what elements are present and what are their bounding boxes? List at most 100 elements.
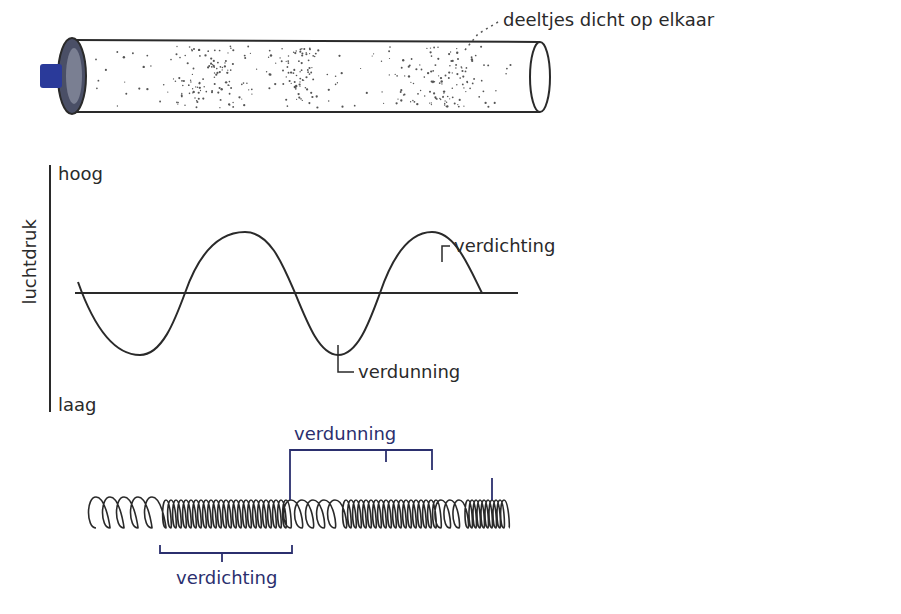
particle: [452, 72, 453, 73]
particle: [282, 70, 284, 72]
particle: [400, 89, 402, 91]
particle: [188, 84, 190, 86]
particle: [97, 80, 99, 82]
particle: [487, 106, 489, 108]
particle: [326, 74, 328, 76]
particle: [354, 105, 356, 107]
particle: [383, 103, 384, 104]
particle: [484, 102, 486, 104]
particle: [191, 50, 193, 52]
particle: [178, 77, 180, 79]
particle: [243, 104, 245, 106]
particle: [146, 55, 148, 57]
particle: [301, 69, 303, 71]
particle: [204, 54, 206, 56]
particle: [444, 100, 445, 101]
speaker-knob: [40, 64, 62, 88]
particle: [396, 75, 398, 77]
axis-high: hoog: [58, 164, 103, 184]
particle: [437, 47, 439, 49]
particle: [219, 107, 220, 108]
particle: [290, 71, 292, 73]
particle: [198, 98, 200, 100]
particle: [301, 48, 302, 49]
particle: [465, 91, 466, 92]
particle: [181, 80, 183, 82]
particle: [303, 48, 305, 50]
particle: [193, 48, 195, 50]
particle: [190, 81, 191, 82]
particle: [295, 85, 297, 87]
particle: [193, 68, 195, 70]
particle: [274, 83, 276, 85]
particle: [187, 62, 189, 64]
particle: [308, 67, 310, 69]
particle: [426, 48, 427, 49]
particle: [415, 68, 417, 70]
particle: [408, 66, 410, 68]
particle: [457, 58, 459, 60]
particle: [232, 102, 233, 103]
particle: [256, 69, 257, 70]
particle: [461, 67, 462, 68]
particle: [309, 48, 311, 50]
particle: [506, 68, 508, 70]
particle: [389, 46, 391, 48]
particle: [196, 101, 198, 103]
particle: [423, 76, 425, 78]
particle: [266, 71, 267, 72]
particle: [381, 91, 382, 92]
particle: [199, 87, 201, 89]
particle: [279, 57, 280, 58]
particle: [472, 83, 474, 85]
particle: [176, 46, 177, 47]
particle: [293, 69, 295, 71]
particle: [132, 52, 134, 54]
particle: [448, 77, 450, 79]
particle: [328, 89, 330, 91]
particle: [214, 49, 216, 51]
particle: [456, 84, 457, 85]
particle: [219, 87, 221, 89]
particle: [183, 80, 185, 82]
particle: [181, 93, 182, 94]
particle: [411, 58, 413, 60]
particle: [202, 98, 204, 100]
axis-low: laag: [58, 395, 97, 415]
particle: [487, 64, 489, 66]
particle: [207, 66, 209, 68]
particle: [416, 103, 418, 105]
particle: [197, 87, 199, 89]
particle: [302, 79, 304, 81]
particle: [214, 83, 216, 85]
particle: [420, 90, 421, 91]
particle: [288, 55, 289, 56]
particle: [248, 89, 249, 90]
particle: [449, 65, 451, 67]
leader-line: [465, 22, 498, 50]
particle: [214, 72, 215, 73]
particle: [432, 82, 434, 84]
particle: [247, 46, 249, 48]
particle: [314, 56, 316, 58]
particle: [305, 76, 307, 78]
particle: [125, 93, 127, 95]
particle: [456, 52, 458, 54]
particle: [295, 87, 297, 89]
particle: [196, 106, 198, 108]
particle: [410, 101, 411, 102]
particle: [455, 67, 456, 68]
particle: [291, 83, 292, 84]
particle: [481, 80, 483, 82]
particle: [413, 83, 414, 84]
particle: [230, 69, 232, 71]
particle: [287, 66, 289, 68]
particle: [299, 83, 301, 85]
particle: [226, 72, 228, 74]
particle: [429, 91, 431, 93]
particle: [184, 55, 186, 57]
particle: [217, 62, 219, 64]
particle: [311, 67, 312, 68]
particle: [96, 87, 98, 89]
